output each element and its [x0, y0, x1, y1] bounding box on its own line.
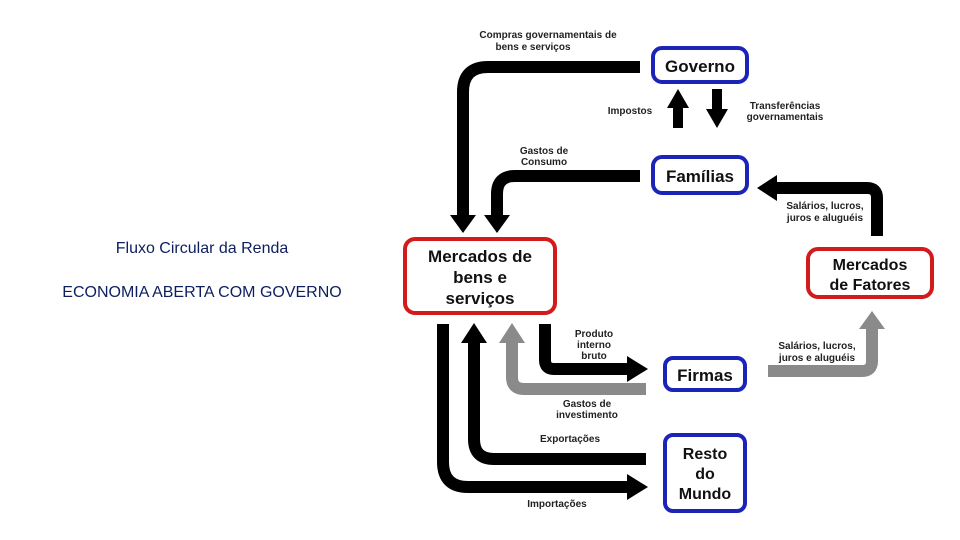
arrow-compras-governamentais-head [450, 215, 476, 233]
label-gastos-investimento-line2: investimento [556, 410, 618, 421]
label-salarios-bottom-line1: Salários, lucros, [778, 341, 855, 352]
arrow-gastos-consumo-head [484, 215, 510, 233]
node-mercados-bens-line1: Mercados de [428, 247, 532, 266]
label-gastos-consumo-line1: Gastos de [520, 146, 569, 157]
diagram-title: Fluxo Circular da Renda [115, 240, 289, 257]
arrow-impostos-shaft [673, 106, 683, 128]
node-firmas-label: Firmas [677, 366, 733, 385]
node-resto-mundo-line2: do [695, 466, 715, 483]
arrow-salarios-fatores [768, 328, 878, 377]
arrow-impostos-head [667, 89, 689, 108]
node-familias: Famílias [651, 155, 749, 195]
label-gastos-consumo-line2: Consumo [521, 157, 567, 168]
node-resto-mundo: Resto do Mundo [663, 433, 747, 513]
arrow-pib [539, 324, 628, 375]
label-transferencias-line1: Transferências [750, 101, 821, 112]
node-mercados-bens: Mercados de bens e serviços [403, 237, 557, 315]
node-resto-mundo-line3: Mundo [679, 486, 732, 503]
label-gastos-investimento-line1: Gastos de [563, 399, 612, 410]
arrow-salarios-fatores-head [859, 311, 885, 329]
node-mercados-fatores-line2: de Fatores [830, 277, 911, 294]
node-resto-mundo-line1: Resto [683, 446, 728, 463]
node-firmas: Firmas [663, 356, 747, 392]
label-transferencias-line2: governamentais [747, 112, 824, 123]
label-salarios-top-line1: Salários, lucros, [786, 201, 863, 212]
node-governo: Governo [651, 46, 749, 84]
node-familias-label: Famílias [666, 167, 734, 186]
label-salarios-bottom-line2: juros e aluguéis [778, 353, 856, 364]
diagram-subtitle: ECONOMIA ABERTA COM GOVERNO [62, 284, 342, 301]
arrow-exportacoes [468, 342, 646, 465]
node-mercados-bens-line2: bens e [453, 268, 507, 287]
node-governo-label: Governo [665, 57, 735, 76]
arrow-importacoes-head [627, 474, 648, 500]
node-mercados-fatores: Mercados de Fatores [806, 247, 934, 299]
arrow-salarios-familias-head [757, 175, 777, 201]
arrow-transferencias-shaft [712, 89, 722, 111]
label-impostos: Impostos [608, 106, 653, 117]
node-mercados-bens-line3: serviços [446, 289, 515, 308]
label-pib-line3: bruto [581, 351, 607, 362]
label-exportacoes: Exportações [540, 434, 600, 445]
label-compras-gov-line2: bens e serviços [495, 42, 570, 53]
arrow-gastos-investimento-head [499, 323, 525, 343]
arrow-salarios-familias [776, 182, 883, 236]
node-mercados-fatores-line1: Mercados [833, 257, 908, 274]
arrow-exportacoes-head [461, 323, 487, 343]
arrow-pib-head [627, 356, 648, 382]
label-importacoes: Importações [527, 499, 587, 510]
arrow-gastos-consumo [491, 170, 640, 216]
arrow-compras-governamentais [457, 61, 640, 216]
label-pib-line2: interno [577, 340, 611, 351]
label-salarios-top-line2: juros e aluguéis [786, 213, 864, 224]
label-compras-gov-line1: Compras governamentais de [479, 30, 617, 41]
arrow-gastos-investimento [506, 342, 646, 395]
label-pib-line1: Produto [575, 329, 613, 340]
arrow-transferencias-head [706, 109, 728, 128]
arrow-importacoes [437, 324, 628, 493]
